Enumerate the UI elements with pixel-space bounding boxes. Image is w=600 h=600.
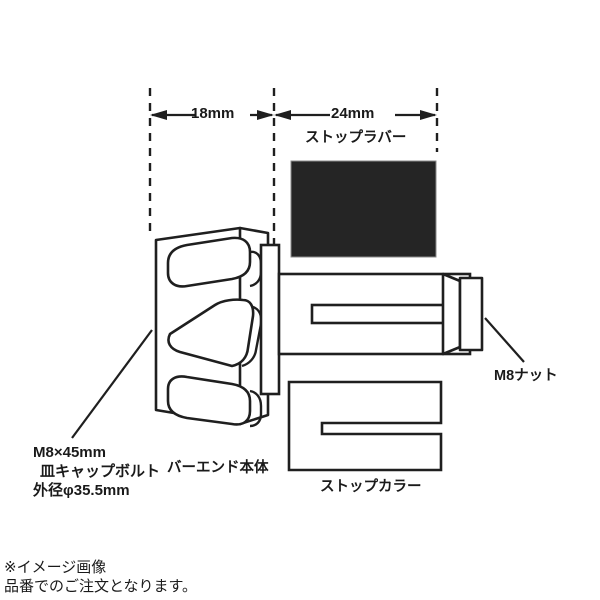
dimension-label-24mm: 24mm [331, 105, 375, 122]
disclaimer-line-1: ※イメージ画像 [4, 559, 107, 576]
stop-collar [287, 380, 443, 472]
dimension-label-18mm: 18mm [191, 105, 235, 122]
label-bar-end-body: バーエンド本体 [167, 460, 269, 476]
disclaimer-line-2: 品番でのご注文となります。 [4, 578, 198, 595]
dimension-arrow-24mm [274, 110, 437, 120]
label-stop-rubber: ストップラバー [305, 130, 407, 146]
label-m8-nut: M8ナット [494, 368, 558, 384]
stop-rubber-block [290, 160, 437, 258]
label-stop-collar: ストップカラー [320, 479, 422, 495]
leader-line-m8-nut [484, 317, 525, 363]
label-bolt-line-2: 皿キャップボルト [40, 463, 161, 480]
bar-end-body-openings [166, 236, 263, 428]
leader-line-bolt [71, 329, 153, 439]
label-bolt-line-3: 外径φ35.5mm [33, 482, 130, 499]
dimension-arrow-18mm [150, 110, 274, 120]
m8-nut [441, 272, 484, 356]
label-bolt-line-1: M8×45mm [33, 444, 106, 461]
bolt-flange [259, 243, 281, 396]
bolt-shaft [277, 272, 472, 356]
